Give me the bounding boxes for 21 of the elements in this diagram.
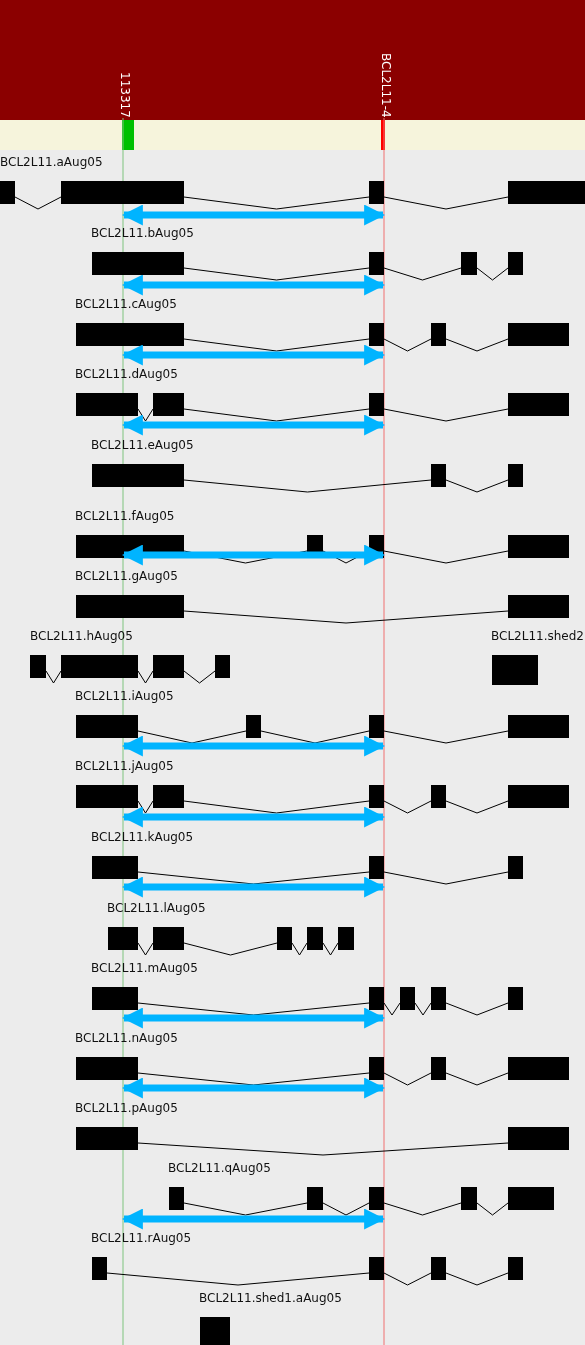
transcript-label: BCL2L11.cAug05 xyxy=(75,297,177,311)
transcript-label: BCL2L11.shed2 xyxy=(491,629,584,643)
transcript-label: BCL2L11.pAug05 xyxy=(75,1101,178,1115)
transcript-label: BCL2L11.qAug05 xyxy=(168,1161,271,1175)
transcript-label: BCL2L11.jAug05 xyxy=(75,759,174,773)
transcript-label: BCL2L11.aAug05 xyxy=(0,155,103,169)
transcript-label: BCL2L11.fAug05 xyxy=(75,509,175,523)
transcript-label: BCL2L11.bAug05 xyxy=(91,226,194,240)
transcript-label: BCL2L11.shed1.aAug05 xyxy=(199,1291,342,1305)
transcript-label: BCL2L11.hAug05 xyxy=(30,629,133,643)
transcript-label: BCL2L11.gAug05 xyxy=(75,569,178,583)
transcript-label: BCL2L11.kAug05 xyxy=(91,830,194,844)
marker-label: BCL2L11-4 xyxy=(379,53,392,118)
transcript-label: BCL2L11.eAug05 xyxy=(91,438,194,452)
transcript-label: BCL2L11.mAug05 xyxy=(91,961,198,975)
marker-label: 113317 xyxy=(118,72,131,118)
transcript-label: BCL2L11.dAug05 xyxy=(75,367,178,381)
transcript-label: BCL2L11.iAug05 xyxy=(75,689,174,703)
transcript-label: BCL2L11.nAug05 xyxy=(75,1031,178,1045)
transcript-label: BCL2L11.lAug05 xyxy=(107,901,206,915)
transcript-label: BCL2L11.rAug05 xyxy=(91,1231,192,1245)
